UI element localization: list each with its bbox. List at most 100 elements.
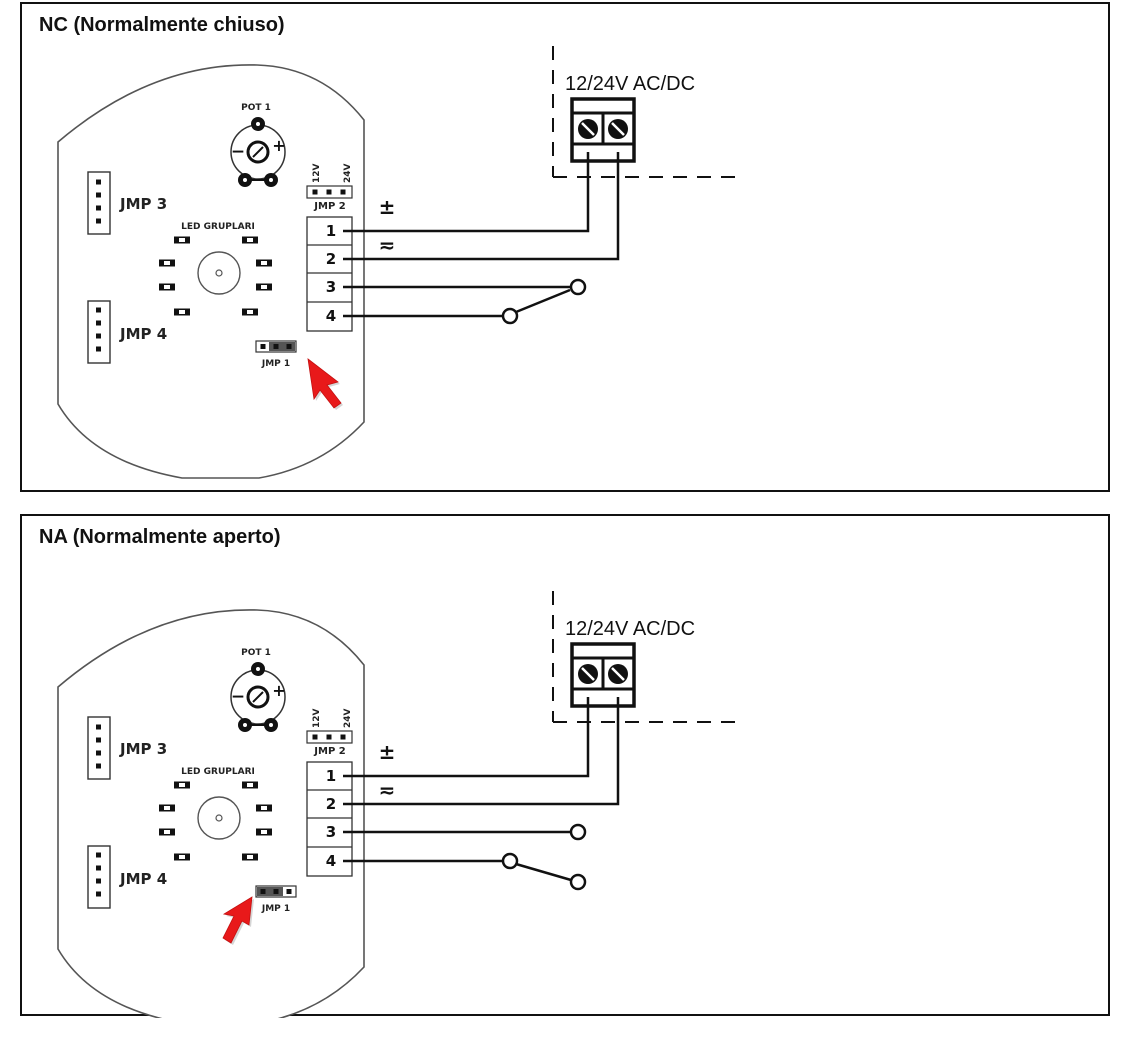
jmp4-pin	[96, 852, 101, 858]
contact-node	[501, 307, 519, 325]
terminal-1: 1	[326, 767, 336, 785]
jmp3-pin	[96, 192, 101, 198]
jmp4-pin	[96, 891, 101, 897]
led-window	[247, 310, 253, 314]
led-window	[261, 285, 267, 289]
jmp1-label: JMP 1	[261, 904, 290, 914]
jmp3-pin	[96, 218, 101, 224]
jmp2-24v-label: 24V	[343, 163, 353, 183]
jmp4-pin	[96, 865, 101, 871]
nc-panel-title: NC (Normalmente chiuso)	[39, 14, 285, 36]
supply-label: 12/24V AC/DC	[565, 73, 695, 95]
contact-node	[501, 852, 519, 870]
jmp4-pin	[96, 307, 101, 313]
jmp1-pin	[286, 344, 292, 349]
led-window	[261, 830, 267, 834]
led-window	[247, 783, 253, 787]
jmp3-label: JMP 3	[119, 195, 167, 213]
dc-polarity-icon: ±	[379, 740, 396, 764]
wire-terminal-1	[343, 697, 590, 778]
jmp1-jumper-cap	[269, 342, 295, 351]
terminal-3: 3	[326, 823, 336, 841]
jmp3-pin	[96, 724, 101, 730]
pointer-arrow-icon	[307, 358, 342, 409]
supply-label: 12/24V AC/DC	[565, 618, 695, 640]
potentiometer-slot	[252, 146, 264, 158]
terminal-block	[306, 216, 353, 332]
wire-terminal-2	[343, 152, 620, 261]
jmp4-pin	[96, 346, 101, 352]
screw-slot	[611, 122, 625, 136]
jmp4-label: JMP 4	[119, 325, 167, 343]
jmp4-pin	[96, 320, 101, 326]
jmp2-24v-label: 24V	[343, 708, 353, 728]
jmp1-pin	[260, 344, 266, 349]
led-window	[179, 310, 185, 314]
dc-polarity-icon: ±	[379, 195, 396, 219]
screw-slot	[611, 667, 625, 681]
jmp3-header	[87, 716, 111, 780]
jmp2-pin	[326, 189, 332, 195]
jmp1-pin	[273, 344, 279, 349]
ac-symbol-icon: ≂	[379, 778, 396, 802]
led-group-label: LED GRUPLARI	[181, 767, 255, 777]
jmp2-pin	[340, 734, 346, 740]
jmp3-pin	[96, 737, 101, 743]
led-window	[164, 261, 170, 265]
jmp2-pin	[312, 734, 318, 740]
led-lens-center	[215, 269, 223, 277]
terminal-3: 3	[326, 278, 336, 296]
jmp4-label: JMP 4	[119, 870, 167, 888]
jmp1-label: JMP 1	[261, 359, 290, 369]
jmp3-label: JMP 3	[119, 740, 167, 758]
led-lens-center	[215, 814, 223, 822]
nc-diagram-panel: NC (Normalmente chiuso) POT 1 − +12V 24V JMP…	[20, 2, 1110, 492]
pot-label: POT 1	[241, 648, 271, 658]
led-window	[179, 855, 185, 859]
ac-symbol-icon: ≂	[379, 233, 396, 257]
led-window	[261, 261, 267, 265]
contact-node	[569, 873, 587, 891]
pot-pin-hole	[269, 178, 273, 182]
led-window	[164, 285, 170, 289]
led-window	[179, 238, 185, 242]
led-window	[247, 855, 253, 859]
jmp3-header	[87, 171, 111, 235]
jmp2-pin	[340, 189, 346, 195]
na-diagram-panel: NA (Normalmente aperto) POT 1 − +12V 24V JMP…	[20, 514, 1110, 1018]
terminal-block	[306, 761, 353, 877]
jmp1-pin	[286, 889, 292, 894]
jmp2-12v-label: 12V	[312, 163, 322, 183]
jmp1-pin	[260, 889, 266, 894]
led-group-label: LED GRUPLARI	[181, 222, 255, 232]
terminal-2: 2	[326, 795, 336, 813]
jmp2-pin	[312, 189, 318, 195]
relay-contact-closed	[515, 288, 571, 314]
potentiometer-slot	[252, 691, 264, 703]
wire-terminal-2	[343, 697, 620, 806]
na-panel-title: NA (Normalmente aperto)	[39, 526, 281, 548]
jmp3-pin	[96, 750, 101, 756]
jmp2-pin	[326, 734, 332, 740]
jmp4-header	[87, 300, 111, 364]
jmp3-pin	[96, 763, 101, 769]
pot-pin-hole	[243, 723, 247, 727]
pot-pin-hole	[269, 723, 273, 727]
led-window	[164, 830, 170, 834]
pot-plus-icon: +	[272, 681, 285, 700]
led-window	[261, 806, 267, 810]
screw-slot	[581, 122, 595, 136]
jmp2-12v-label: 12V	[312, 708, 322, 728]
screw-slot	[581, 667, 595, 681]
pot-pin-hole	[243, 178, 247, 182]
contact-node	[569, 823, 587, 841]
terminal-4: 4	[326, 307, 336, 325]
pot-minus-icon: −	[231, 687, 245, 707]
pot-minus-icon: −	[231, 142, 245, 162]
jmp4-header	[87, 845, 111, 909]
pot-plus-icon: +	[272, 136, 285, 155]
pot-label: POT 1	[241, 103, 271, 113]
